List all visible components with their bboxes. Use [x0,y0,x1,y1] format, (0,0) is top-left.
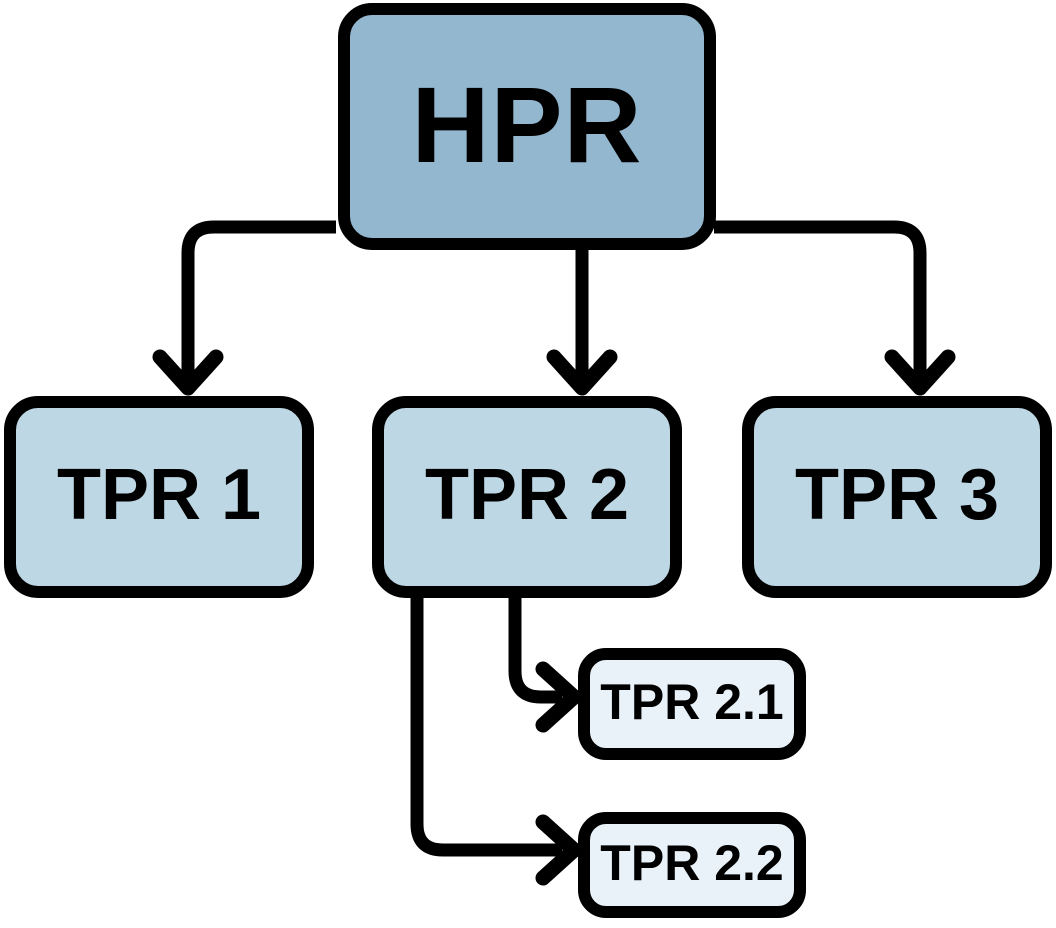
edge-hpr-to-tpr2 [546,248,618,396]
edge-hpr-to-tpr1 [152,220,336,396]
edge-tpr2-to-tpr21 [508,594,582,733]
node-tpr21: TPR 2.1 [578,648,806,760]
node-tpr3: TPR 3 [742,396,1052,598]
node-tpr1: TPR 1 [4,396,314,598]
edge-tpr2-to-tpr22 [410,594,582,886]
node-tpr22: TPR 2.2 [578,812,806,918]
arrowhead-down-icon [884,349,956,396]
arrowhead-right-icon [535,661,582,733]
edge-line [508,594,562,704]
arrowhead-right-icon [535,814,582,886]
node-tpr22-label: TPR 2.2 [600,835,784,891]
node-hpr: HPR [338,3,716,250]
edge-hpr-to-tpr3 [714,220,956,396]
node-hpr-label: HPR [411,64,643,185]
edge-line [181,220,336,382]
node-tpr1-label: TPR 1 [56,455,262,535]
edge-line [714,220,927,382]
node-tpr2-label: TPR 2 [424,455,630,535]
arrowhead-down-icon [546,349,618,396]
node-tpr2: TPR 2 [372,396,682,598]
node-tpr3-label: TPR 3 [794,455,1000,535]
node-tpr21-label: TPR 2.1 [600,674,784,730]
edge-line [410,594,562,857]
arrowhead-down-icon [152,349,224,396]
